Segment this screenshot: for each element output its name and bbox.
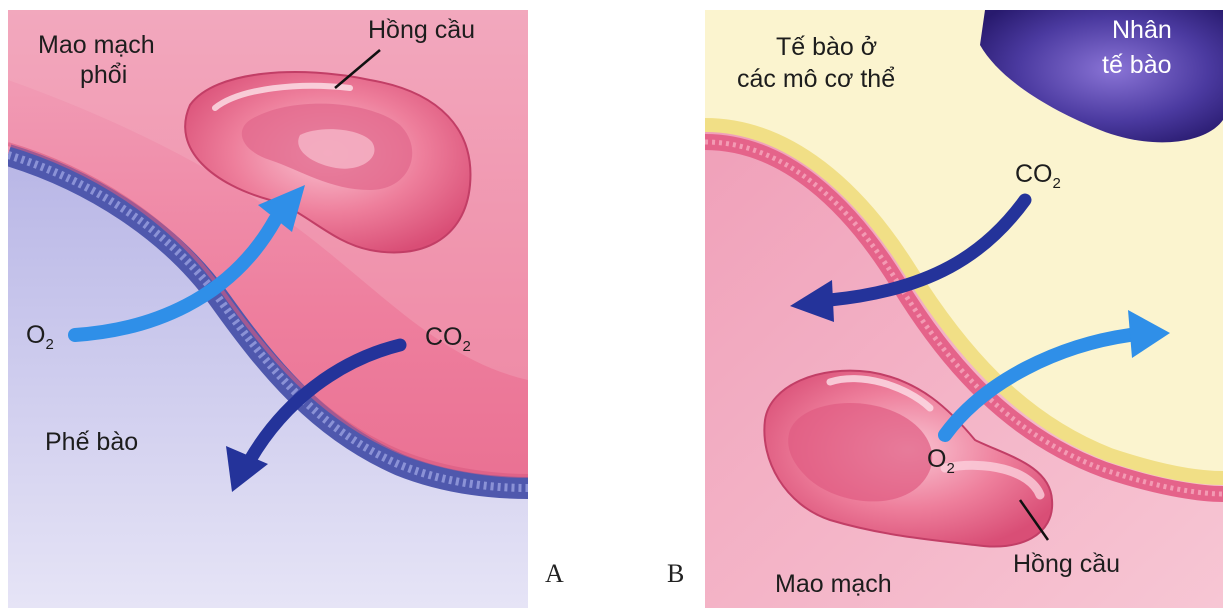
- capillary-label-a-line1: Mao mạch: [38, 31, 155, 59]
- rbc-label-b: Hồng cầu: [1013, 550, 1120, 578]
- tissue-label-line1: Tế bào ở: [776, 33, 877, 61]
- nucleus-label-line1: Nhân: [1112, 16, 1172, 44]
- tissue-label-line2: các mô cơ thể: [737, 65, 895, 93]
- panel-letter-b: B: [667, 559, 684, 588]
- capillary-label-b: Mao mạch: [775, 570, 892, 598]
- alveolus-label: Phế bào: [45, 428, 138, 456]
- panel-a: [8, 10, 528, 608]
- rbc-label-a: Hồng cầu: [368, 16, 475, 44]
- panel-b: [705, 10, 1223, 608]
- capillary-label-a-line2: phổi: [80, 61, 127, 89]
- panel-letter-a: A: [545, 559, 564, 588]
- nucleus-label-line2: tế bào: [1102, 51, 1172, 79]
